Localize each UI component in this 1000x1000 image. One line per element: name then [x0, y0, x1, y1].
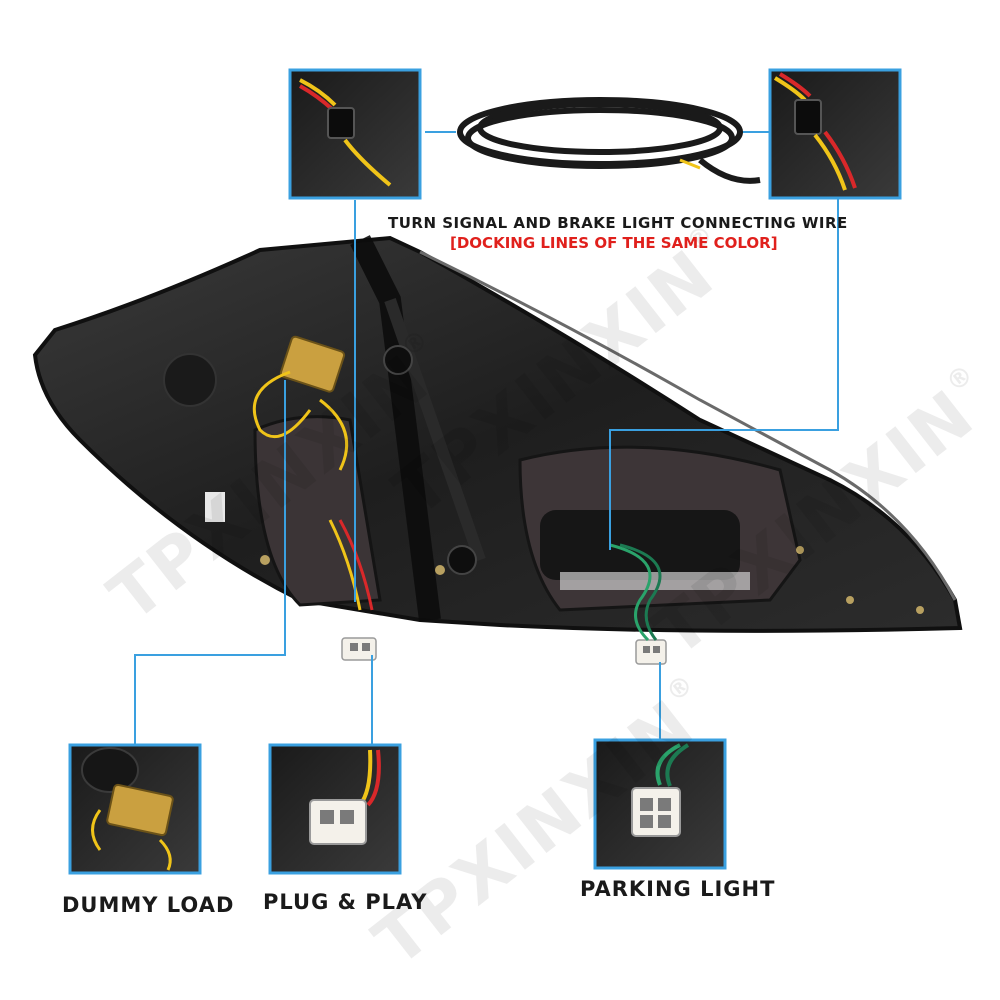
thumbnail-connector-right	[768, 68, 902, 200]
label-plug-play: PLUG & PLAY	[263, 890, 428, 914]
thumbnail-dummy-load	[68, 743, 202, 875]
headline-subtitle: [DOCKING LINES OF THE SAME COLOR]	[450, 234, 778, 252]
callout-lines	[134, 131, 839, 745]
thumbnail-plug-play	[268, 743, 402, 875]
plug-left	[341, 637, 377, 661]
resistor-on-lamp	[252, 335, 374, 611]
thumbnail-connector-left	[288, 68, 422, 200]
thumbnail-parking-light	[593, 738, 727, 870]
label-parking-light: PARKING LIGHT	[580, 877, 776, 901]
plug-right	[609, 543, 667, 665]
headline-title: TURN SIGNAL AND BRAKE LIGHT CONNECTING W…	[388, 214, 848, 232]
wire-harness-coil	[457, 97, 761, 184]
tail-light-housing	[32, 235, 963, 633]
label-dummy-load: DUMMY LOAD	[62, 893, 235, 917]
